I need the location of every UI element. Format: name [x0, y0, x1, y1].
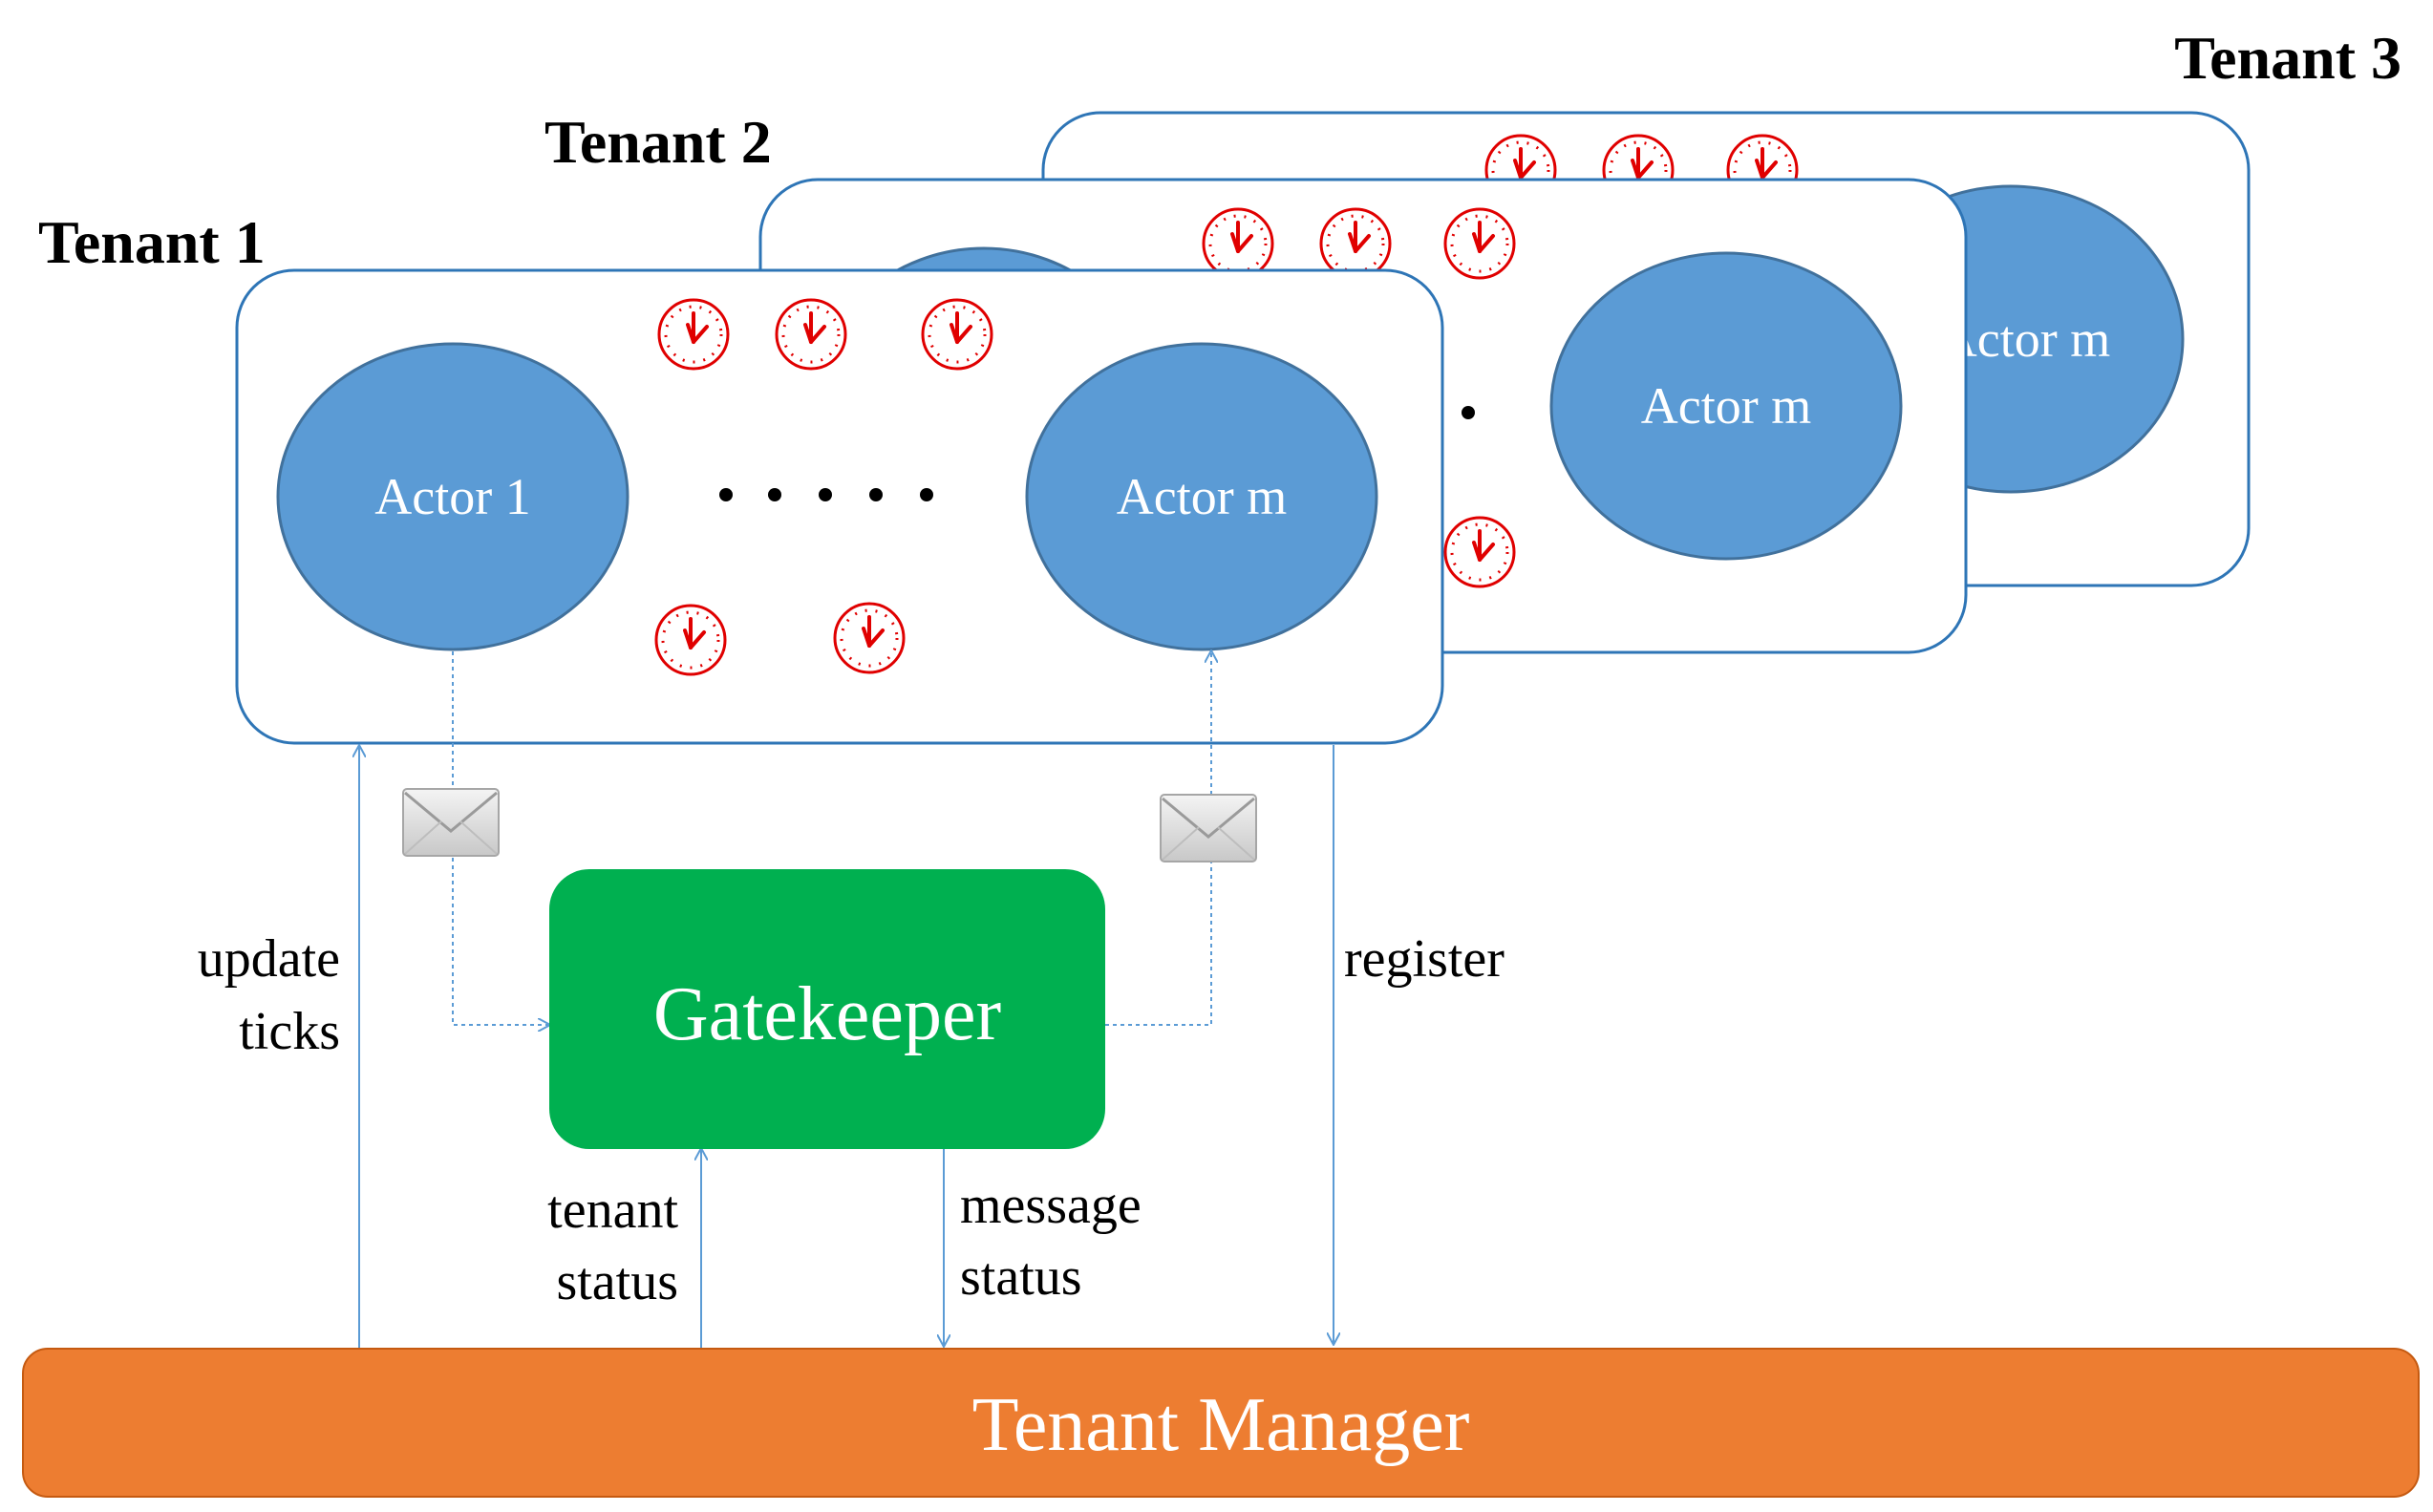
- update-ticks-label-line1: update: [198, 929, 340, 989]
- clock-icon: [775, 298, 847, 371]
- ellipsis: [719, 488, 933, 501]
- message-status-label-line2: status: [960, 1247, 1082, 1307]
- tenant-status-label-line1: tenant: [547, 1181, 678, 1240]
- tenant-manager-label: Tenant Manager: [972, 1383, 1470, 1467]
- tenant-3-actor-m-label: Actor m: [1940, 310, 2110, 368]
- tenant-1-group: Tenant 1 Actor 1 Actor m: [38, 208, 1444, 745]
- clock-icon: [921, 298, 993, 371]
- tenant-1-actor-1: [276, 342, 630, 651]
- register-label: register: [1344, 929, 1505, 989]
- clock-icon: [833, 602, 906, 674]
- envelope-icon: [1160, 794, 1257, 862]
- tenant-manager-box: [22, 1348, 2420, 1498]
- message-status-label-line1: message: [960, 1176, 1142, 1235]
- update-ticks-label-line2: ticks: [239, 1002, 340, 1061]
- clock-icon: [657, 298, 730, 371]
- gatekeeper-label: Gatekeeper: [653, 972, 1001, 1056]
- tenant-1-actor-m: [1025, 342, 1378, 651]
- tenant-3-label: Tenant 3: [2174, 24, 2401, 92]
- clock-icon: [1443, 207, 1516, 280]
- clock-icon: [1319, 207, 1392, 280]
- tenant-1-actor-m-label: Actor m: [1117, 468, 1287, 525]
- envelope-icon: [402, 788, 500, 857]
- message-flow-gatekeeper-to-actorm: [1105, 651, 1211, 1026]
- tenant-2-actor-m-label: Actor m: [1641, 377, 1811, 435]
- tenant-1-label: Tenant 1: [38, 208, 266, 276]
- tenant-2-actor-m: [1549, 251, 1903, 561]
- clock-icon: [1202, 207, 1274, 280]
- ellipsis-dot: [1462, 406, 1475, 419]
- message-flow-actor1-to-gatekeeper: [452, 651, 549, 1025]
- clock-icon: [654, 604, 727, 676]
- clock-icon: [1443, 516, 1516, 588]
- tenant-1-actor-1-label: Actor 1: [374, 468, 530, 525]
- tenant-manager-node: Tenant Manager: [22, 1348, 2420, 1498]
- gatekeeper-node: Gatekeeper: [549, 869, 1105, 1149]
- gatekeeper-box: [549, 869, 1105, 1149]
- tenant-status-label-line2: status: [556, 1252, 678, 1311]
- tenant-2-label: Tenant 2: [544, 108, 772, 176]
